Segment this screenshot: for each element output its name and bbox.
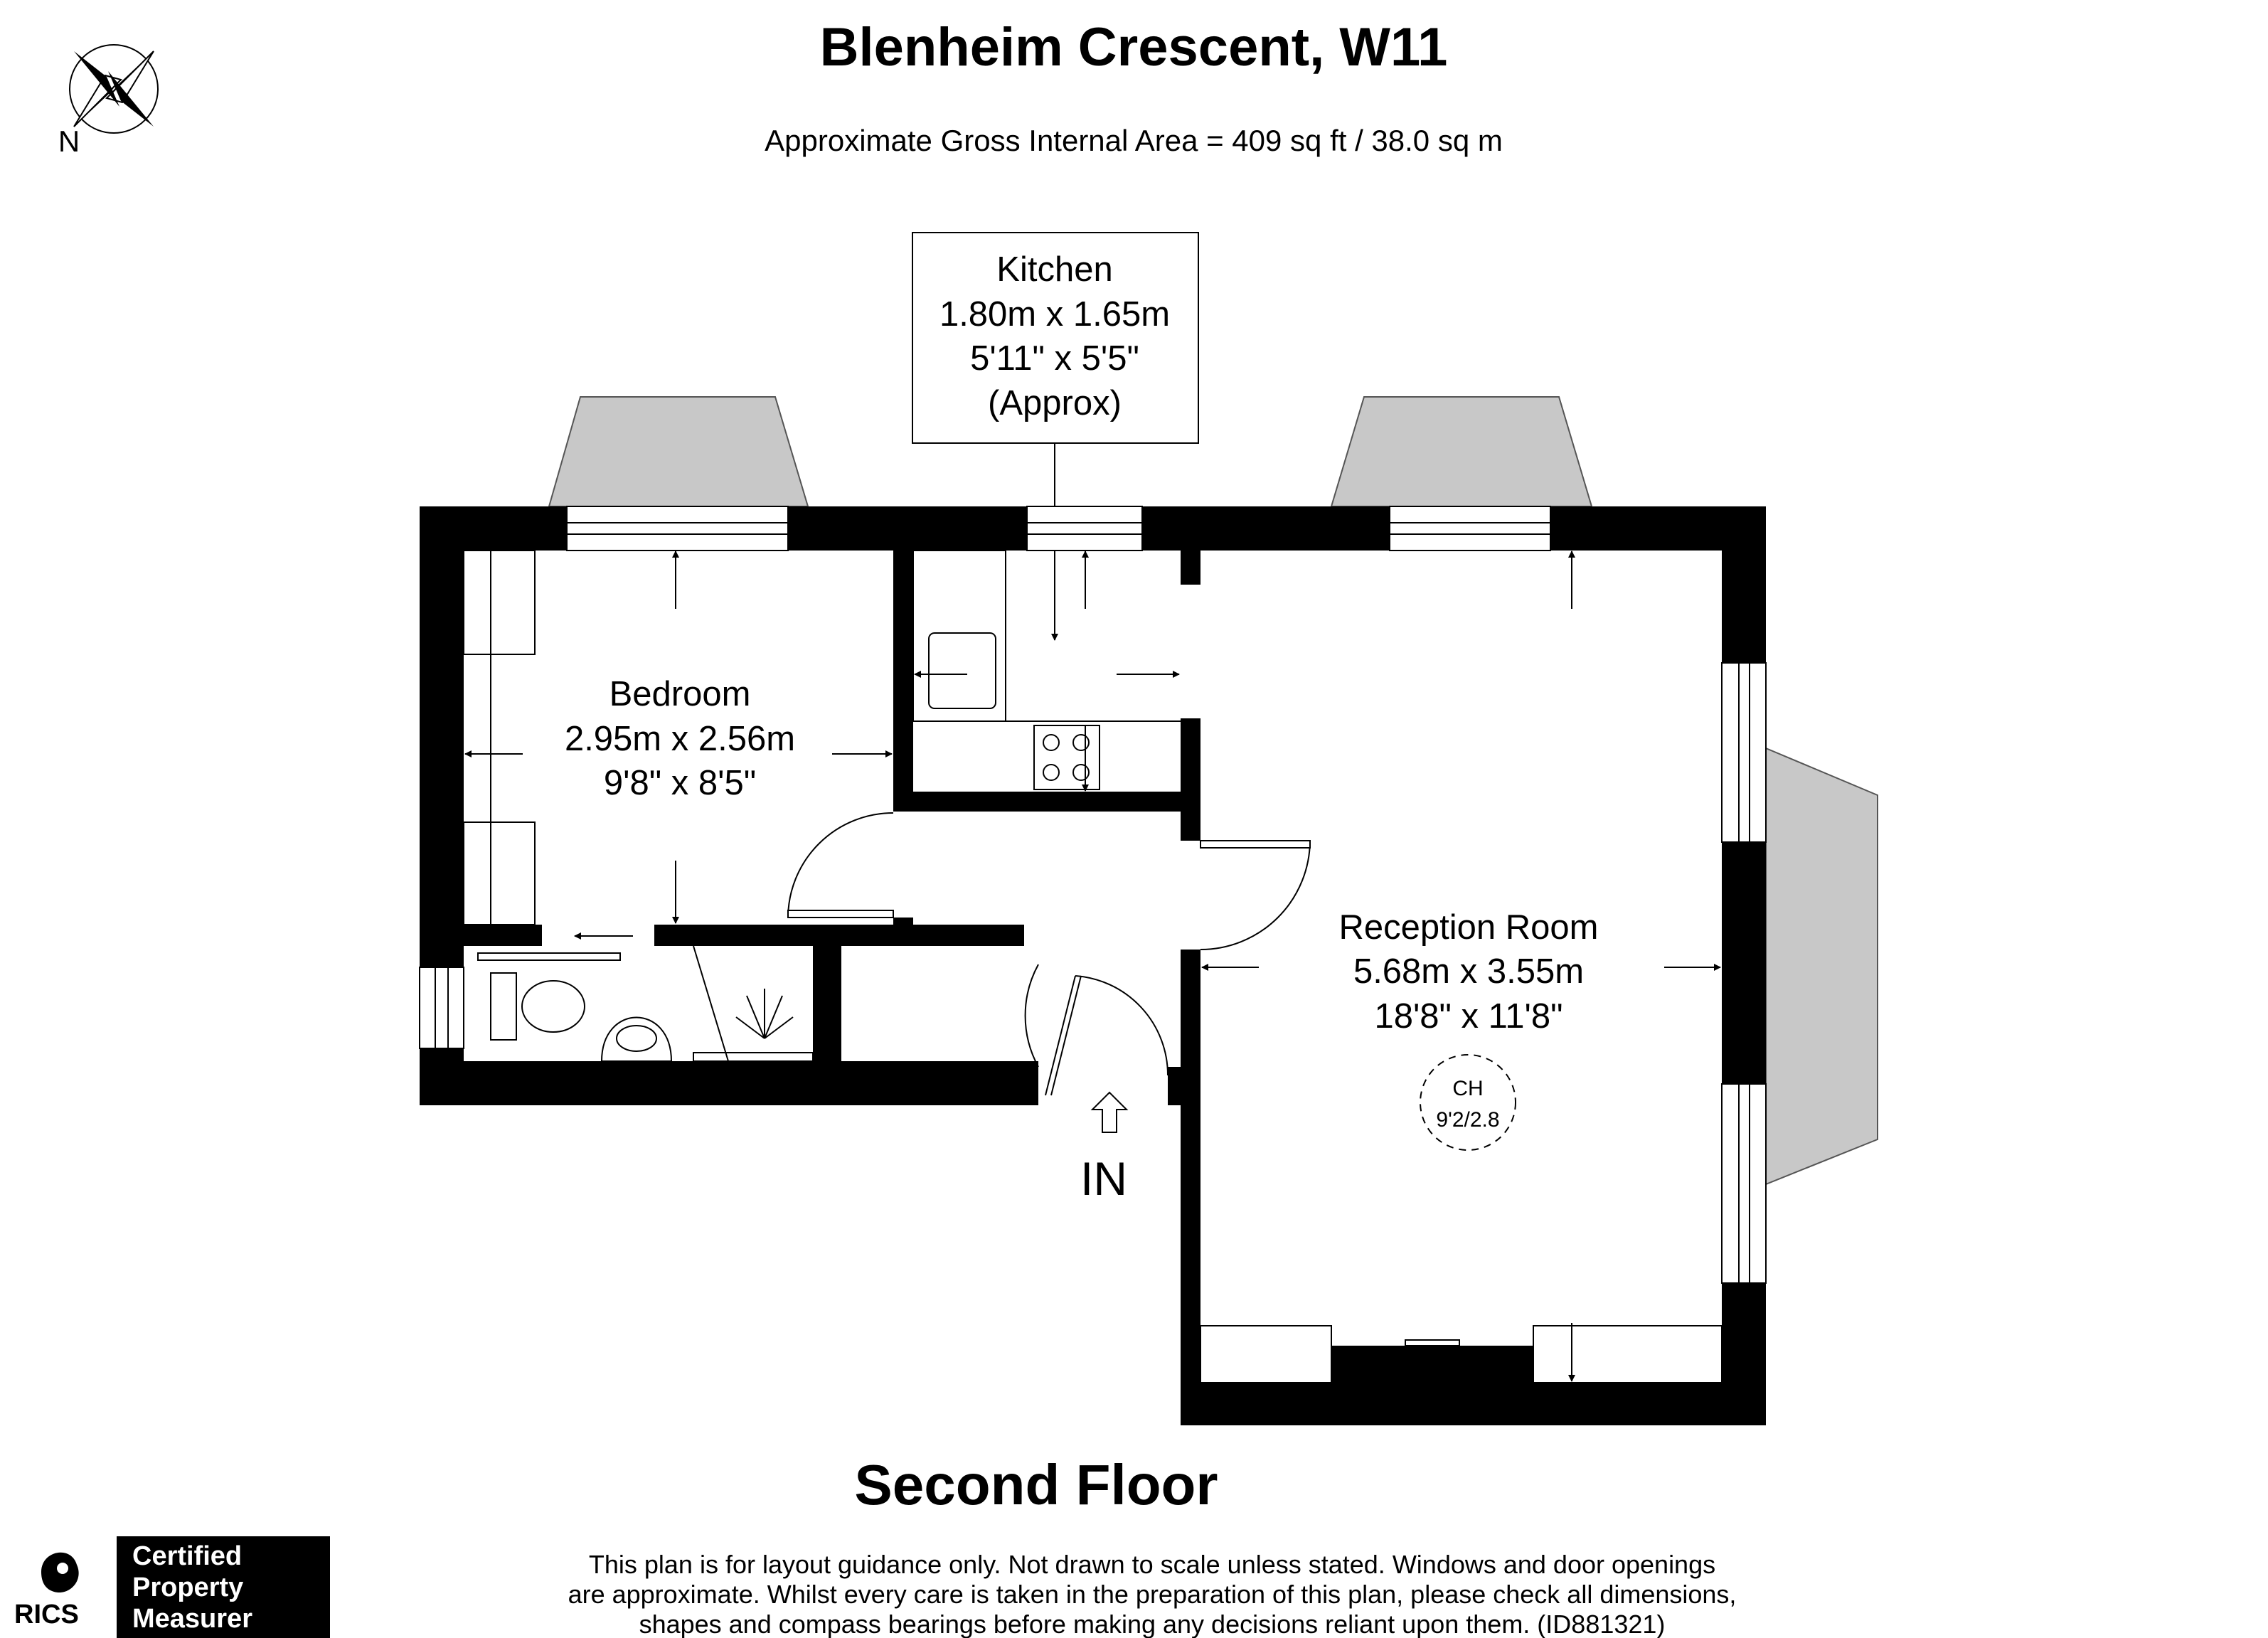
dimension-arrows [464,551,1721,1382]
disclaimer-line: are approximate. Whilst every care is ta… [568,1580,1737,1609]
bedroom-name: Bedroom [609,675,751,713]
kitchen-label-box [912,232,1199,444]
reception-metric: 5.68m x 3.55m [1353,952,1584,991]
doors [787,812,1311,1096]
reception-imperial: 18'8" x 11'8" [1374,997,1562,1036]
certified-badge [117,1536,330,1638]
kitchen-note: (Approx) [988,384,1122,422]
disclaimer-line: This plan is for layout guidance only. N… [589,1550,1715,1579]
bedroom-imperial: 9'8" x 8'5" [604,764,756,802]
windows [419,506,1767,1284]
badge-line: Measurer [132,1604,252,1634]
bay-projections [548,396,1878,1186]
ceiling-height-value: 9'2/2.8 [1436,1108,1499,1132]
rics-lion-icon [41,1552,79,1593]
area-summary: Approximate Gross Internal Area = 409 sq… [765,124,1503,157]
ceiling-height-marker [1420,1054,1516,1151]
bedroom-metric: 2.95m x 2.56m [565,720,795,758]
reception-name: Reception Room [1339,908,1599,947]
walls [420,506,1766,1425]
kitchen-imperial: 5'11" x 5'5" [970,339,1139,378]
ceiling-height-label: CH [1452,1077,1483,1100]
entrance-label: IN [1080,1152,1127,1205]
badge-line: Property [132,1573,243,1602]
kitchen-metric: 1.80m x 1.65m [939,295,1170,334]
disclaimer-line: shapes and compass bearings before makin… [639,1610,1666,1638]
compass-rose-icon [69,44,159,134]
kitchen-name: Kitchen [996,250,1112,289]
badge-line: Certified [132,1541,242,1571]
floor-label: Second Floor [854,1453,1218,1516]
rics-logo: RICS [14,1600,79,1629]
fixtures [463,550,1723,1383]
page-title: Blenheim Crescent, W11 [820,17,1448,78]
north-label: N [58,124,80,158]
